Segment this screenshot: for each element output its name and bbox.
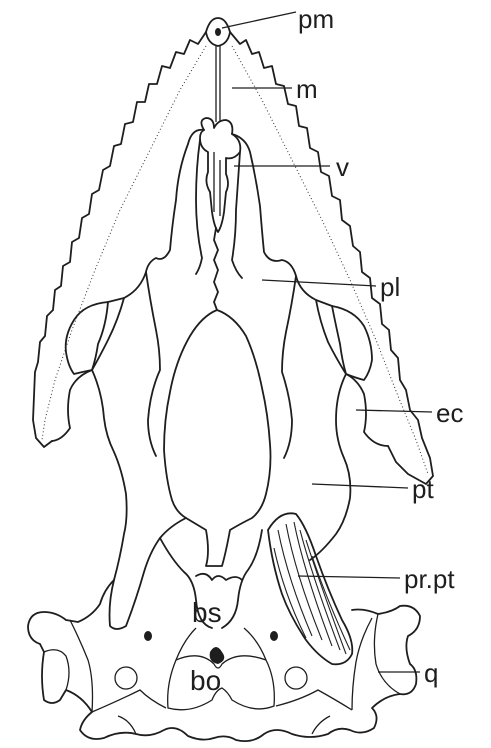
median-suture xyxy=(214,228,218,310)
palatine-left xyxy=(108,130,204,302)
label-v: v xyxy=(336,152,349,182)
label-bo: bo xyxy=(190,665,221,696)
ectopterygoid-left xyxy=(66,302,108,374)
label-q: q xyxy=(424,658,438,688)
premaxilla-foramen xyxy=(215,28,221,36)
label-bs: bs xyxy=(192,597,222,628)
basisphenoid-notch xyxy=(196,574,242,580)
palatine-left-inner xyxy=(196,140,202,274)
palatine-right xyxy=(232,134,332,306)
pterygoid-right xyxy=(310,300,388,560)
label-pm: pm xyxy=(298,4,334,34)
maxilla-right-outline xyxy=(230,32,433,484)
pterygoid-left-inner xyxy=(146,272,160,456)
label-ec: ec xyxy=(436,398,463,428)
processus-pterygoideus-hatching xyxy=(274,522,350,654)
label-pl: pl xyxy=(380,272,400,302)
palatine-right-inner xyxy=(232,152,242,278)
pterygoid-right-inner xyxy=(282,276,296,458)
ectopterygoid-right xyxy=(332,306,372,380)
parasphenoid xyxy=(164,310,271,566)
processus-pterygoideus xyxy=(268,513,352,664)
label-pt: pt xyxy=(412,474,434,504)
maxilla-left-outline xyxy=(33,32,206,447)
label-pr-pt: pr.pt xyxy=(404,564,455,594)
maxilla-left-dotted-margin xyxy=(42,46,206,440)
occipital-block xyxy=(28,580,420,741)
label-m: m xyxy=(296,74,318,104)
maxilla-right-dotted-margin xyxy=(232,46,428,474)
